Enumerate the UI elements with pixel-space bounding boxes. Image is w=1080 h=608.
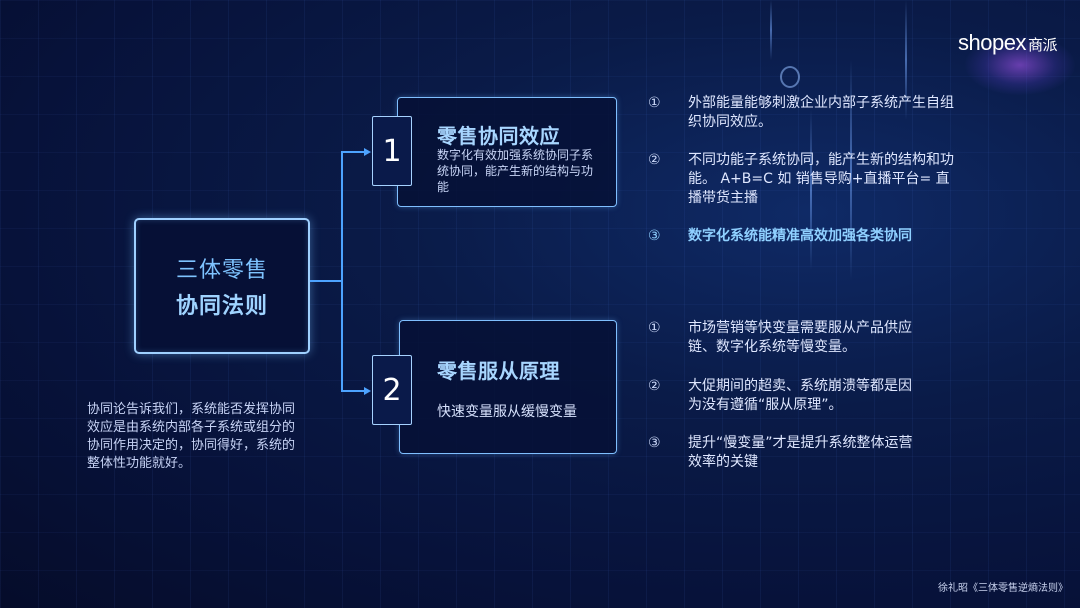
point-number: ③ xyxy=(648,228,661,244)
item1-desc: 数字化有效加强系统协同子系统协同，能产生新的结构与功能 xyxy=(437,148,594,194)
left-description: 协同论告诉我们，系统能否发挥协同效应是由系统内部各子系统或组分的协同作用决定的，… xyxy=(87,402,296,471)
point-text: 数字化系统能精准高效加强各类协同 xyxy=(688,228,912,244)
item1-title: 零售协同效应 xyxy=(437,124,560,148)
item1-number: 1 xyxy=(372,116,412,186)
point-text: 大促期间的超卖、系统崩溃等都是因为没有遵循“服从原理”。 xyxy=(688,378,912,413)
center-title-line1: 三体零售 xyxy=(175,258,268,283)
point1-2: ② 不同功能子系统协同，能产生新的结构和功能。 A+B=C 如 销售导购+直播平… xyxy=(648,151,958,211)
item2-title: 零售服从原理 xyxy=(437,359,560,383)
ring-decoration xyxy=(780,66,800,88)
connector-arrow xyxy=(364,387,371,395)
light-streak xyxy=(770,0,772,60)
point1-3: ③ 数字化系统能精准高效加强各类协同 xyxy=(648,227,958,247)
connector-line xyxy=(310,280,342,282)
point2-3: ③ 提升“慢变量”才是提升系统整体运营效率的关键 xyxy=(648,434,958,474)
point-number: ③ xyxy=(648,435,661,451)
point-text: 市场营销等快变量需要服从产品供应链、数字化系统等慢变量。 xyxy=(688,320,912,355)
point-number: ① xyxy=(648,320,661,336)
center-title-line2: 协同法则 xyxy=(175,294,268,319)
item2-desc: 快速变量服从缓慢变量 xyxy=(437,404,577,420)
point-text: 提升“慢变量”才是提升系统整体运营效率的关键 xyxy=(688,435,913,470)
light-streak xyxy=(850,60,852,280)
light-streak xyxy=(905,0,907,120)
point-text: 外部能量能够刺激企业内部子系统产生自组织协同效应。 xyxy=(688,95,954,130)
logo-brand: shopex xyxy=(958,30,1026,55)
point-number: ① xyxy=(648,95,661,111)
point-number: ② xyxy=(648,378,661,394)
point-number: ② xyxy=(648,152,661,168)
point-text: 不同功能子系统协同，能产生新的结构和功能。 A+B=C 如 销售导购+直播平台=… xyxy=(688,152,954,206)
logo-glow xyxy=(965,35,1075,95)
connector-arrow xyxy=(364,148,371,156)
item2-number: 2 xyxy=(372,355,412,425)
point2-1: ① 市场营销等快变量需要服从产品供应链、数字化系统等慢变量。 xyxy=(648,319,958,359)
connector-line xyxy=(341,390,365,392)
point2-2: ② 大促期间的超卖、系统崩溃等都是因为没有遵循“服从原理”。 xyxy=(648,377,958,417)
connector-line xyxy=(341,151,365,153)
item2-card xyxy=(399,320,617,454)
light-streak xyxy=(810,110,812,270)
center-card: 三体零售 协同法则 xyxy=(134,218,310,354)
logo-cn: 商派 xyxy=(1027,37,1058,54)
point1-1: ① 外部能量能够刺激企业内部子系统产生自组织协同效应。 xyxy=(648,94,958,134)
footer-citation: 徐礼昭《三体零售逆熵法则》 xyxy=(938,583,1068,594)
connector-line xyxy=(341,151,343,391)
